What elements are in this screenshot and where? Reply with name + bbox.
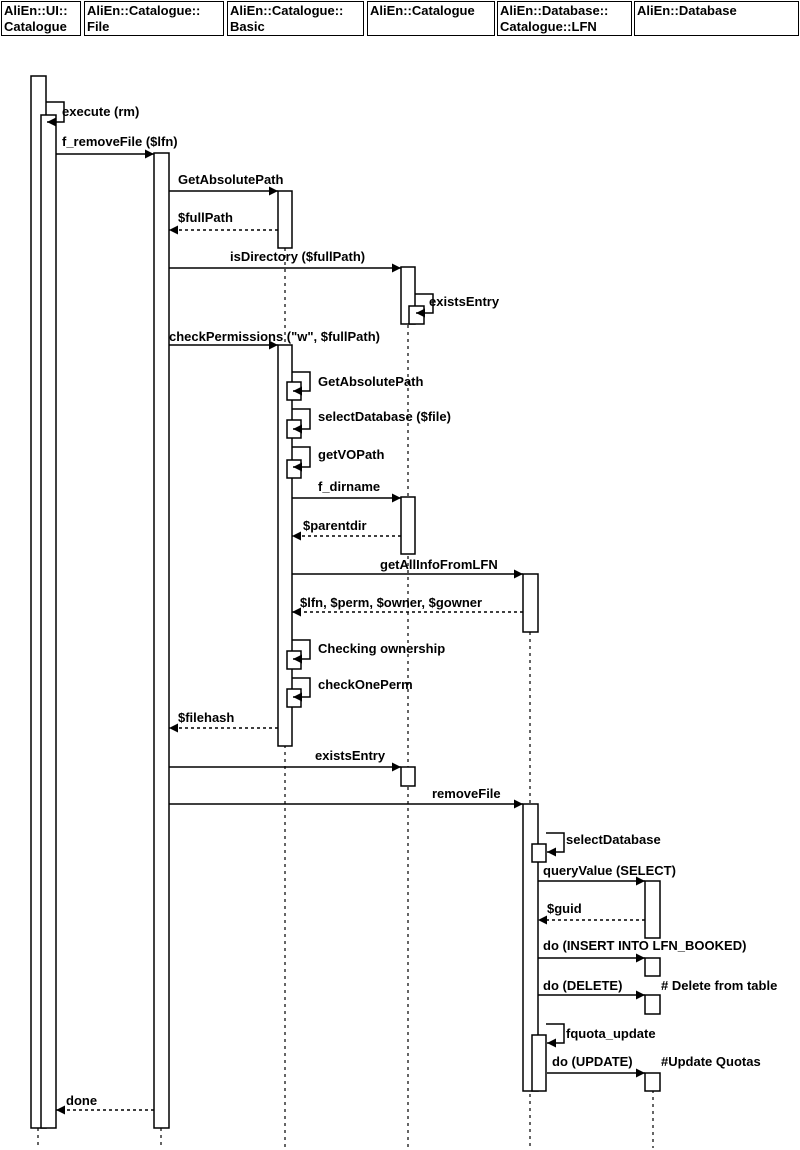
message-label: selectDatabase bbox=[566, 832, 661, 847]
message-label: existsEntry bbox=[429, 294, 500, 309]
message-label: existsEntry bbox=[315, 748, 386, 763]
message-label: execute (rm) bbox=[62, 104, 139, 119]
participant-catalogue-file: AliEn::Catalogue:: File bbox=[84, 1, 224, 36]
message-label: f_dirname bbox=[318, 479, 380, 494]
participant-label: Catalogue bbox=[4, 19, 67, 34]
message-label: fquota_update bbox=[566, 1026, 656, 1041]
activation-box bbox=[644, 880, 661, 939]
activation-box bbox=[522, 573, 539, 633]
activation-box bbox=[522, 803, 539, 1092]
participant-label: AliEn::UI:: bbox=[4, 3, 68, 18]
activation-box bbox=[531, 1034, 547, 1092]
note-label: #Update Quotas bbox=[661, 1054, 761, 1069]
self-call-arrow bbox=[292, 677, 311, 702]
message-label: checkPermissions ("w", $fullPath) bbox=[169, 329, 380, 344]
activation-box bbox=[277, 344, 293, 747]
participant-catalogue: AliEn::Catalogue bbox=[367, 1, 495, 36]
activation-box bbox=[277, 190, 293, 249]
message-label: $parentdir bbox=[303, 518, 367, 533]
activation-box bbox=[644, 1072, 661, 1092]
activation-box bbox=[286, 688, 302, 708]
participant-label: Basic bbox=[230, 19, 265, 34]
note-label: # Delete from table bbox=[661, 978, 777, 993]
activation-box bbox=[40, 114, 57, 1129]
self-call-arrow bbox=[292, 371, 311, 396]
message-label: Checking ownership bbox=[318, 641, 445, 656]
message-label: do (INSERT INTO LFN_BOOKED) bbox=[543, 938, 746, 953]
activation-box bbox=[286, 459, 302, 479]
activation-box bbox=[400, 496, 416, 555]
activation-box bbox=[286, 650, 302, 670]
message-label: selectDatabase ($file) bbox=[318, 409, 451, 424]
message-label: GetAbsolutePath bbox=[178, 172, 284, 187]
message-label: f_removeFile ($lfn) bbox=[62, 134, 178, 149]
participant-database-catalogue-lfn: AliEn::Database:: Catalogue::LFN bbox=[497, 1, 632, 36]
activation-box bbox=[644, 994, 661, 1015]
message-label: $filehash bbox=[178, 710, 234, 725]
activation-box bbox=[408, 305, 425, 325]
activation-box bbox=[644, 957, 661, 977]
activation-box bbox=[400, 766, 416, 787]
message-label: $lfn, $perm, $owner, $gowner bbox=[300, 595, 482, 610]
participant-label: File bbox=[87, 19, 110, 34]
participant-label: AliEn::Database:: bbox=[500, 3, 609, 18]
participant-label: Catalogue::LFN bbox=[500, 19, 597, 34]
message-label: do (UPDATE) bbox=[552, 1054, 633, 1069]
message-label: getAllInfoFromLFN bbox=[380, 557, 498, 572]
participant-database: AliEn::Database bbox=[634, 1, 799, 36]
message-label: do (DELETE) bbox=[543, 978, 622, 993]
self-call-arrow bbox=[546, 1023, 565, 1048]
self-call-arrow bbox=[46, 101, 65, 127]
self-call-arrow bbox=[546, 832, 565, 857]
message-label: isDirectory ($fullPath) bbox=[230, 249, 365, 264]
self-call-arrow bbox=[292, 408, 311, 434]
activation-box bbox=[531, 843, 547, 863]
self-call-arrow bbox=[415, 293, 434, 318]
message-label: removeFile bbox=[432, 786, 501, 801]
self-call-arrow bbox=[292, 639, 311, 664]
activation-box bbox=[153, 152, 170, 1129]
message-label: queryValue (SELECT) bbox=[543, 863, 676, 878]
message-label: $fullPath bbox=[178, 210, 233, 225]
participant-label: AliEn::Database bbox=[637, 3, 737, 18]
message-label: done bbox=[66, 1093, 97, 1108]
participant-label: AliEn::Catalogue bbox=[370, 3, 475, 18]
participant-ui-catalogue: AliEn::UI:: Catalogue bbox=[1, 1, 81, 36]
participant-label: AliEn::Catalogue:: bbox=[87, 3, 201, 18]
participant-label: AliEn::Catalogue:: bbox=[230, 3, 344, 18]
self-call-arrow bbox=[292, 446, 311, 472]
message-label: getVOPath bbox=[318, 447, 385, 462]
message-label: GetAbsolutePath bbox=[318, 374, 424, 389]
participant-catalogue-basic: AliEn::Catalogue:: Basic bbox=[227, 1, 364, 36]
message-label: checkOnePerm bbox=[318, 677, 413, 692]
message-label: $guid bbox=[547, 901, 582, 916]
